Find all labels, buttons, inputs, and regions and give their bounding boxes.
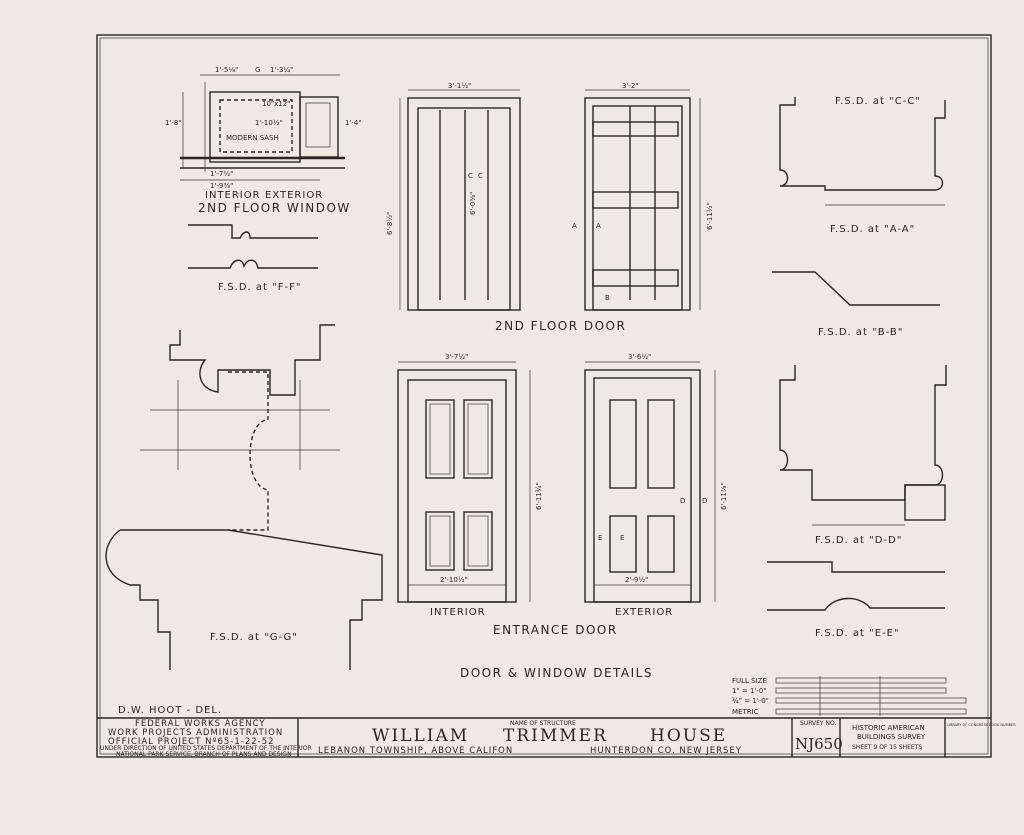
- upper-left-height: 6'-8½": [386, 212, 394, 235]
- entrance-exterior-label: EXTERIOR: [615, 607, 673, 618]
- agency-line-3: OFFICIAL PROJECT Nº65-1-22-52: [108, 737, 275, 747]
- section-dd: F.S.D. at "D-D": [779, 365, 947, 546]
- delineator: D.W. HOOT - DEL.: [118, 705, 222, 716]
- window-dim-7: 1'-4": [345, 119, 362, 127]
- section-gg-label: F.S.D. at "G-G": [210, 632, 298, 643]
- entrance-bottom-right: 2'-9½": [625, 576, 648, 584]
- mark-c1: C: [468, 172, 473, 180]
- section-bb-label: F.S.D. at "B-B": [818, 327, 903, 338]
- location-left: LEBANON TOWNSHIP, ABOVE CALIFON: [318, 746, 513, 756]
- window-dim-4: 1'-9⅜": [210, 182, 233, 190]
- second-floor-door-exterior: 3'-2" 6'-11½" A A B: [572, 82, 714, 311]
- window-dim-3: 1'-7½": [210, 170, 233, 178]
- mark-c2: C: [478, 172, 483, 180]
- mark-a2: A: [596, 222, 601, 230]
- mark-b: B: [605, 294, 610, 302]
- name-word-2: TRIMMER: [503, 726, 608, 746]
- entrance-interior-label: INTERIOR: [430, 607, 486, 618]
- survey-caption: SURVEY NO.: [800, 720, 836, 727]
- graphic-scales: FULL SIZE 1" = 1'-0" ¾" = 1'-0" METRIC: [732, 676, 967, 716]
- upper-right-height: 6'-11½": [706, 202, 714, 230]
- sheet-border: [96, 34, 992, 758]
- scale-1in: 1" = 1'-0": [732, 687, 767, 695]
- name-word-3: HOUSE: [650, 726, 727, 746]
- window-dim-1: 1'-5⅛": [215, 66, 238, 74]
- scale-full-size: FULL SIZE: [732, 677, 767, 685]
- name-caption: NAME OF STRUCTURE: [510, 720, 576, 727]
- window-exterior-label: EXTERIOR: [265, 190, 323, 201]
- habs-line-2: BUILDINGS SURVEY: [857, 733, 926, 741]
- window-dim-5: 1'-10½": [255, 119, 283, 127]
- section-bb: F.S.D. at "B-B": [772, 271, 940, 338]
- section-ff-label: F.S.D. at "F-F": [218, 282, 301, 293]
- second-floor-door-title: 2ND FLOOR DOOR: [495, 319, 626, 333]
- name-word-1: WILLIAM: [372, 726, 469, 746]
- mark-e1: E: [598, 534, 602, 542]
- section-ee-label: F.S.D. at "E-E": [815, 628, 900, 639]
- entrance-left-width: 3'-7½": [445, 353, 468, 361]
- library-caption: LIBRARY OF CONGRESS BOOK NUMBER: [947, 723, 1016, 727]
- upper-right-width: 3'-2": [622, 82, 639, 90]
- window-plan: 1'-5⅛" 1'-3¼" 1'-7½" 1'-9⅜" 1'-10½" 1'-8…: [165, 66, 362, 215]
- sheet-inner-border: [99, 37, 989, 755]
- mark-d2: D: [680, 497, 685, 505]
- section-ee: F.S.D. at "E-E": [767, 561, 945, 639]
- section-mark-g: G: [255, 66, 260, 74]
- entrance-left-height: 6'-11¾": [535, 482, 543, 510]
- agency-line-2: WORK PROJECTS ADMINISTRATION: [108, 728, 283, 738]
- entrance-right-height: 6'-11⅞": [720, 482, 728, 510]
- window-title: 2ND FLOOR WINDOW: [198, 201, 351, 215]
- window-dim-2: 1'-3¼": [270, 66, 293, 74]
- section-cc-label: F.S.D. at "C-C": [835, 96, 921, 107]
- second-floor-door-interior: 3'-1½" 6'-8½" 6'-0⅜" C C: [386, 82, 521, 311]
- section-gg: F.S.D. at "G-G": [105, 324, 383, 670]
- entrance-door-exterior: 3'-6½" 6'-11⅞" 2'-9½" D D E E EXTERIOR: [584, 353, 728, 618]
- section-ff: F.S.D. at "F-F": [188, 224, 318, 293]
- agency-line-5: NATIONAL PARK SERVICE, BRANCH OF PLANS A…: [116, 751, 292, 758]
- mark-a1: A: [572, 222, 577, 230]
- sheet-title: DOOR & WINDOW DETAILS: [460, 666, 653, 680]
- upper-left-width: 3'-1½": [448, 82, 471, 90]
- upper-inner-height: 6'-0⅜": [469, 192, 477, 215]
- agency-line-1: FEDERAL WORKS AGENCY: [135, 719, 266, 729]
- entrance-bottom-left: 2'-10½": [440, 576, 468, 584]
- window-interior-label: INTERIOR: [205, 190, 261, 201]
- entrance-right-width: 3'-6½": [628, 353, 651, 361]
- sheet-number: SHEET 9 OF 15 SHEETS: [852, 744, 922, 751]
- window-glass-size: 10"x12": [262, 100, 290, 108]
- scale-3-4in: ¾" = 1'-0": [732, 697, 769, 705]
- modern-sash-label: MODERN SASH: [226, 134, 279, 142]
- window-dim-6: 1'-8": [165, 119, 182, 127]
- entrance-door-title: ENTRANCE DOOR: [493, 623, 618, 637]
- agency-line-4: UNDER DIRECTION OF UNITED STATES DEPARTM…: [100, 745, 312, 752]
- title-block: FEDERAL WORKS AGENCY WORK PROJECTS ADMIN…: [97, 717, 1016, 758]
- entrance-door-interior: 3'-7½" 6'-11¾" 2'-10½" INTERIOR: [397, 353, 543, 618]
- scale-metric: METRIC: [732, 708, 759, 716]
- mark-d1: D: [702, 497, 707, 505]
- section-dd-label: F.S.D. at "D-D": [815, 535, 902, 546]
- section-cc-aa: F.S.D. at "C-C" F.S.D. at "A-A": [779, 96, 946, 235]
- location-right: HUNTERDON CO. NEW JERSEY: [590, 746, 742, 756]
- mark-e2: E: [620, 534, 624, 542]
- habs-line-1: HISTORIC AMERICAN: [852, 724, 925, 732]
- section-aa-label: F.S.D. at "A-A": [830, 224, 915, 235]
- survey-number: NJ650: [795, 735, 843, 753]
